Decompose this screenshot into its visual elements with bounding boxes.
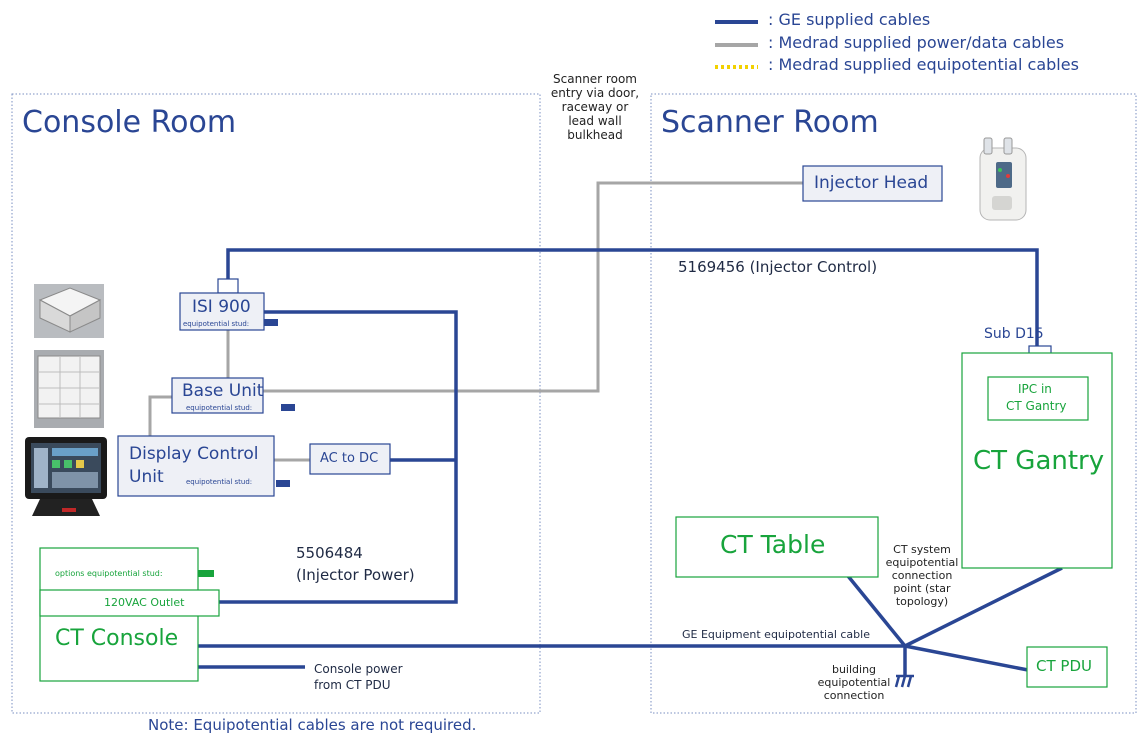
entry-note: Scanner room entry via door, raceway or … bbox=[550, 72, 640, 142]
console-room-frame bbox=[11, 93, 541, 714]
legend-ge-label: : GE supplied cables bbox=[768, 10, 931, 29]
legend-medrad-equip-label: : Medrad supplied equipotential cables bbox=[768, 55, 1079, 74]
scanner-room-frame bbox=[650, 93, 1137, 714]
display-monitor-photo-icon bbox=[25, 437, 107, 516]
scanner-room-title: Scanner Room bbox=[661, 105, 879, 140]
injector-head-label: Injector Head bbox=[814, 173, 929, 193]
medrad-cables bbox=[148, 181, 803, 462]
ge-cables bbox=[198, 248, 1063, 676]
base-unit-stud-label: equipotential stud: bbox=[186, 404, 253, 412]
isi900-connector bbox=[217, 278, 239, 294]
console-room-title: Console Room bbox=[22, 105, 237, 140]
ct-pdu-box bbox=[1026, 646, 1108, 688]
console-power-label-1: Console power bbox=[314, 662, 403, 676]
ct-table-box bbox=[675, 516, 879, 578]
injector-power-label-1: 5506484 bbox=[296, 544, 363, 562]
ct-console-label: CT Console bbox=[55, 626, 179, 651]
ge-equip-cable-label: GE Equipment equipotential cable bbox=[682, 628, 870, 641]
base-unit-box bbox=[171, 377, 264, 414]
injector-head-photo-icon bbox=[979, 137, 1027, 221]
base-unit-label: Base Unit bbox=[182, 381, 264, 401]
base-unit-photo-icon bbox=[34, 350, 104, 428]
display-control-stud-label: equipotential stud: bbox=[186, 478, 253, 486]
display-control-box bbox=[117, 435, 275, 497]
options-stud-block bbox=[198, 570, 214, 577]
display-control-label-2: Unit bbox=[129, 467, 164, 487]
ct-gantry-label: CT Gantry bbox=[973, 446, 1105, 476]
isi900-stud-block bbox=[264, 319, 278, 326]
building-note: building equipotential connection bbox=[817, 663, 891, 702]
legend-medrad-power-label: : Medrad supplied power/data cables bbox=[768, 33, 1065, 52]
ipc-label-2: CT Gantry bbox=[1006, 399, 1067, 413]
display-control-label-1: Display Control bbox=[129, 444, 259, 464]
ct-table-label: CT Table bbox=[720, 530, 826, 559]
ac-to-dc-label: AC to DC bbox=[320, 451, 379, 466]
isi900-stud-label: equipotential stud: bbox=[183, 320, 250, 328]
isi900-box bbox=[179, 292, 265, 331]
base-unit-stud-block bbox=[281, 404, 295, 411]
bottom-note: Note: Equipotential cables are not requi… bbox=[148, 716, 477, 734]
console-power-label-2: from CT PDU bbox=[314, 678, 391, 692]
outlet-label: 120VAC Outlet bbox=[104, 596, 185, 609]
isi900-photo-icon bbox=[34, 284, 104, 338]
star-point-note: CT system equipotential connection point… bbox=[885, 543, 959, 608]
ac-to-dc-box bbox=[309, 443, 391, 475]
display-control-stud-block bbox=[276, 480, 290, 487]
outlet-box bbox=[39, 589, 220, 617]
injector-control-label: 5169456 (Injector Control) bbox=[678, 258, 878, 276]
ipc-box bbox=[987, 376, 1089, 421]
isi900-label: ISI 900 bbox=[192, 297, 251, 317]
ipc-label-1: IPC in bbox=[1018, 382, 1052, 396]
sub-d15-label: Sub D15 bbox=[984, 326, 1044, 342]
options-stud-label: options equipotential stud: bbox=[55, 569, 163, 578]
injector-head-box bbox=[802, 165, 943, 202]
ct-pdu-label: CT PDU bbox=[1036, 657, 1092, 675]
ground-symbol-icon bbox=[894, 674, 914, 688]
injector-power-label-2: (Injector Power) bbox=[296, 566, 415, 584]
